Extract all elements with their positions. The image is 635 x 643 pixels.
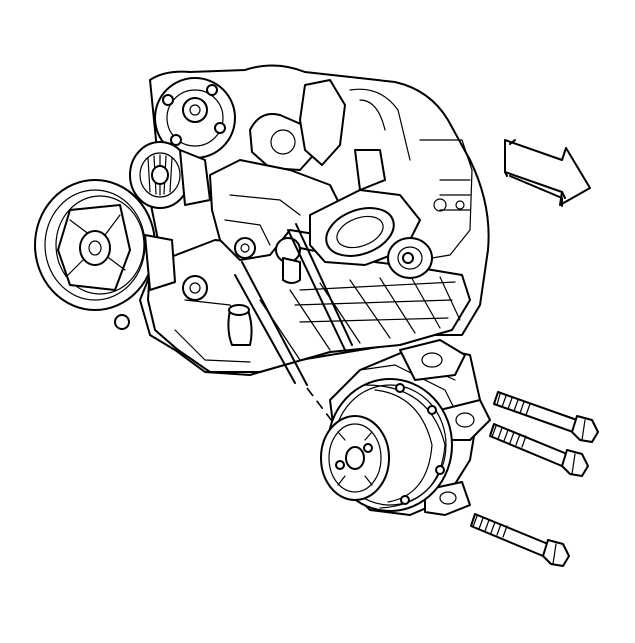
compressor-bolt-2 (489, 423, 589, 477)
ac-compressor (320, 339, 491, 516)
direction-arrow-icon (504, 139, 591, 207)
compressor-bolt-3 (470, 513, 570, 567)
engine-block (114, 64, 490, 376)
compressor-bolt-1 (493, 391, 599, 443)
idler-pulley (129, 141, 211, 209)
crankshaft-balancer-pulley (34, 179, 176, 311)
water-pump-pulley (309, 189, 433, 279)
alignment-lines (234, 223, 353, 426)
